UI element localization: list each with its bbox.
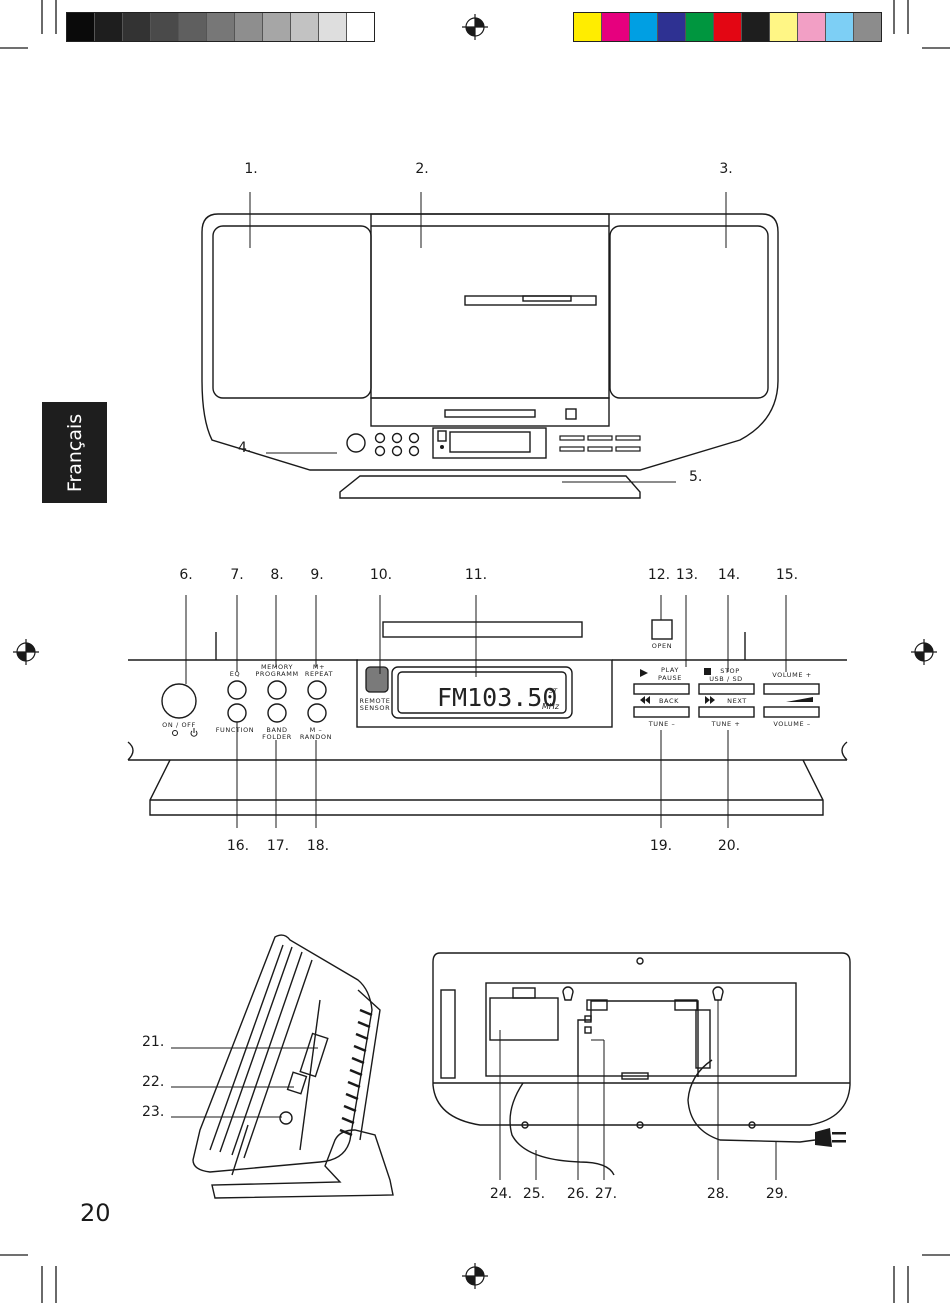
gray-swatch (319, 13, 347, 41)
callout-6: 6. (179, 567, 193, 583)
gray-swatch (347, 13, 374, 41)
callout-20: 20. (717, 838, 741, 854)
callout-11: 11. (464, 567, 488, 583)
callout-7: 7. (230, 567, 244, 583)
label-eq: EQ (230, 670, 240, 678)
label-remote: REMOTE (359, 697, 390, 705)
gray-swatch (179, 13, 207, 41)
callout-18: 18. (306, 838, 330, 854)
power-plug (815, 1128, 846, 1147)
callout-17: 17. (266, 838, 290, 854)
color-swatch (574, 13, 602, 41)
gray-swatch (235, 13, 263, 41)
front-view (201, 213, 779, 499)
label-play: PLAY (661, 666, 679, 674)
gray-swatch (123, 13, 151, 41)
label-function: FUNCTION (216, 726, 255, 734)
page-number: 20 (80, 1199, 111, 1227)
label-randon: RANDON (300, 733, 332, 741)
gray-swatch (151, 13, 179, 41)
callout-14: 14. (717, 567, 741, 583)
callout-1: 1. (244, 161, 258, 177)
label-sensor: SENSOR (360, 704, 390, 712)
lcd-stereo: ST (549, 687, 558, 695)
grayscale-bar (66, 12, 375, 42)
callout-12: 12. (647, 567, 671, 583)
color-swatch (798, 13, 826, 41)
callout-16: 16. (226, 838, 250, 854)
label-memory: MEMORY (261, 663, 293, 671)
gray-swatch (67, 13, 95, 41)
label-m-plus: M+ (313, 663, 325, 671)
callout-13: 13. (675, 567, 699, 583)
color-swatch (630, 13, 658, 41)
control-panel (127, 619, 848, 816)
label-folder: FOLDER (262, 733, 292, 741)
label-open: OPEN (652, 642, 672, 650)
label-m-minus: M – (310, 726, 323, 734)
color-swatch (826, 13, 854, 41)
language-tab-label: Français (63, 413, 86, 492)
label-pause: PAUSE (658, 674, 682, 682)
rear-view (432, 952, 851, 1176)
color-bar (573, 12, 882, 42)
callout-28: 28. (706, 1186, 730, 1202)
label-back: BACK (659, 697, 679, 705)
gray-swatch (207, 13, 235, 41)
remote-sensor (365, 666, 389, 693)
callout-29: 29. (765, 1186, 789, 1202)
side-view (192, 934, 394, 1199)
registration-mark (13, 14, 937, 1289)
label-usb-sd: USB / SD (709, 675, 743, 683)
color-swatch (658, 13, 686, 41)
callout-22: 22. (142, 1074, 165, 1090)
gray-swatch (291, 13, 319, 41)
label-tune-plus: TUNE + (711, 720, 741, 728)
callout-21: 21. (142, 1034, 165, 1050)
label-band: BAND (266, 726, 287, 734)
color-swatch (686, 13, 714, 41)
label-programm: PROGRAMM (255, 670, 298, 678)
lcd-unit: MHz (542, 702, 560, 711)
callout-4: 4. (238, 440, 252, 456)
label-next: NEXT (727, 697, 747, 705)
label-volume-plus: VOLUME + (772, 671, 812, 679)
lcd-readout: FM103.50 (437, 683, 557, 712)
callout-27: 27. (594, 1186, 618, 1202)
callout-8: 8. (270, 567, 284, 583)
label-on-off: ON / OFF (162, 721, 196, 729)
color-swatch (770, 13, 798, 41)
callout-26: 26. (566, 1186, 590, 1202)
color-swatch (854, 13, 881, 41)
color-swatch (602, 13, 630, 41)
callout-5: 5. (689, 469, 703, 485)
color-swatch (714, 13, 742, 41)
callout-25: 25. (522, 1186, 546, 1202)
callout-2: 2. (415, 161, 429, 177)
color-swatch (742, 13, 770, 41)
callout-19: 19. (649, 838, 673, 854)
callout-10: 10. (369, 567, 393, 583)
callout-9: 9. (310, 567, 324, 583)
label-stop: STOP (720, 667, 740, 675)
callout-23: 23. (142, 1104, 165, 1120)
callout-3: 3. (719, 161, 733, 177)
gray-swatch (95, 13, 123, 41)
callout-15: 15. (775, 567, 799, 583)
gray-swatch (263, 13, 291, 41)
label-volume-minus: VOLUME – (773, 720, 810, 728)
label-repeat: REPEAT (305, 670, 333, 678)
language-tab: Français (42, 402, 107, 503)
callout-24: 24. (489, 1186, 513, 1202)
label-tune-minus: TUNE – (648, 720, 676, 728)
